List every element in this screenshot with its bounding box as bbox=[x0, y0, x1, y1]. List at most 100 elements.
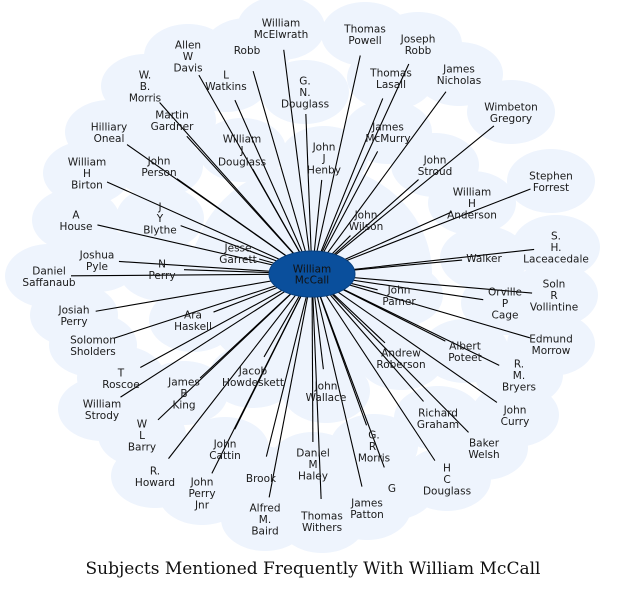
node-label: G.R.Morris bbox=[358, 430, 390, 465]
node-n55[interactable]: Brook bbox=[246, 473, 277, 485]
edge-n48 bbox=[157, 273, 313, 421]
edge-n45 bbox=[120, 273, 313, 398]
edge-n58 bbox=[311, 273, 363, 487]
halo-blob bbox=[507, 149, 595, 213]
node-n06[interactable]: W.B.Morris bbox=[129, 70, 161, 105]
halo-blob bbox=[347, 46, 435, 110]
edge-n60 bbox=[311, 273, 322, 500]
node-n57[interactable]: G bbox=[388, 483, 396, 495]
node-n53[interactable]: R.Howard bbox=[135, 465, 175, 489]
node-n08[interactable]: G.N.Douglass bbox=[281, 76, 329, 111]
node-label: R.M.Bryers bbox=[502, 359, 536, 394]
node-n05[interactable]: Robb bbox=[234, 45, 261, 57]
halo-blob bbox=[428, 171, 516, 235]
edge-n54 bbox=[311, 273, 436, 461]
edge-n10 bbox=[311, 91, 447, 275]
edge-n52 bbox=[311, 273, 314, 443]
node-label: G.N.Douglass bbox=[281, 76, 329, 111]
node-n49[interactable]: G.R.Morris bbox=[358, 430, 390, 465]
node-n28[interactable]: Walker bbox=[466, 253, 502, 265]
node-n42[interactable]: R.M.Bryers bbox=[502, 359, 536, 394]
center-node-ellipse[interactable] bbox=[268, 250, 356, 298]
node-n25[interactable]: S.H.Laceacedale bbox=[523, 231, 589, 266]
edge-n08 bbox=[305, 113, 313, 275]
halo-blob bbox=[278, 489, 366, 553]
edge-n01 bbox=[283, 49, 313, 275]
edge-n56 bbox=[211, 273, 313, 474]
edge-n20 bbox=[311, 188, 531, 275]
edge-n51 bbox=[311, 273, 469, 433]
edge-n07 bbox=[234, 99, 313, 275]
halo-blob bbox=[261, 60, 349, 124]
